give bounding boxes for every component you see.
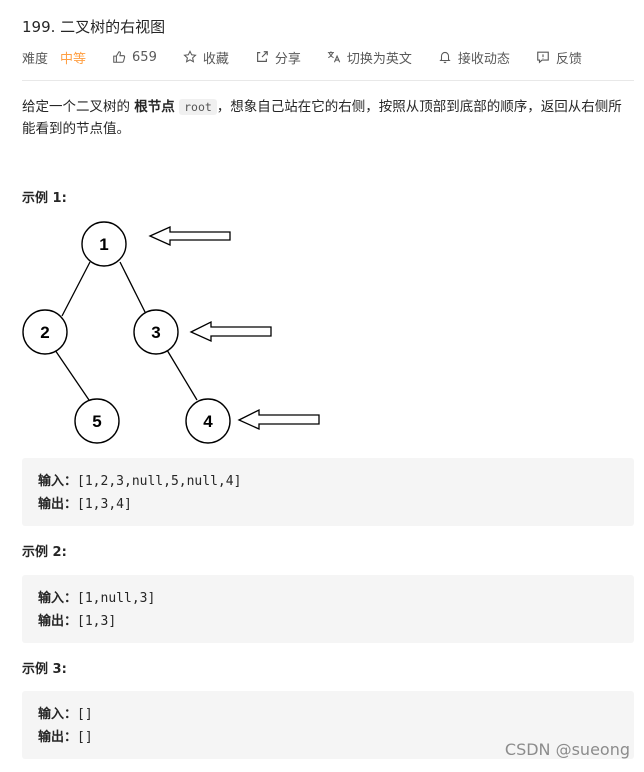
- example-1-box: 输入：[1,2,3,null,5,null,4] 输出：[1,3,4]: [22, 458, 634, 526]
- thumbs-up-icon: [113, 51, 126, 63]
- right-view-arrow: [148, 225, 231, 247]
- inline-code-root: root: [179, 99, 217, 115]
- example-3-input-line: 输入：[]: [38, 707, 93, 722]
- binary-tree-diagram: 1 2 3 5 4: [22, 221, 320, 444]
- tree-node-label: 2: [40, 323, 49, 342]
- watermark: CSDN @sueong: [504, 740, 630, 759]
- like-count: 659: [132, 49, 157, 65]
- difficulty-badge: 中等: [60, 51, 87, 67]
- example-1-heading: 示例 1:: [22, 191, 67, 206]
- output-label: 输出: [38, 730, 65, 745]
- tree-node: 2: [22, 309, 68, 355]
- input-label: 输入: [38, 591, 65, 606]
- translate-button[interactable]: 切换为英文: [327, 48, 412, 67]
- tree-node: 4: [185, 398, 231, 444]
- translate-label: 切换为英文: [346, 51, 412, 67]
- bell-icon: [439, 51, 451, 64]
- share-label: 分享: [274, 51, 301, 67]
- example-3-output-line: 输出：[]: [38, 730, 93, 745]
- favorite-label: 收藏: [202, 51, 229, 67]
- notify-label: 接收动态: [457, 51, 510, 67]
- tree-node-label: 1: [99, 235, 108, 254]
- example-1-output-line: 输出：[1,3,4]: [38, 497, 132, 512]
- difficulty-label: 难度: [22, 51, 49, 67]
- tree-node-label: 5: [92, 412, 101, 431]
- example-3-box: 输入：[] 输出：[]: [22, 691, 634, 759]
- example-2-input-line: 输入：[1,null,3]: [38, 591, 156, 606]
- problem-meta-bar: 难度 中等 659 收藏 分享 切换为英文 接收动态 反馈: [22, 46, 634, 68]
- description-text-2: ，想象自己站在它的右侧，按照从顶部到底部的顺序，返回从右侧所能看到的节点值。: [22, 99, 622, 137]
- notify-button[interactable]: 接收动态: [438, 48, 510, 67]
- input-label: 输入: [38, 474, 65, 489]
- header-divider: [22, 80, 634, 81]
- right-view-arrow: [189, 320, 272, 343]
- tree-edge: [166, 349, 198, 401]
- feedback-button[interactable]: 反馈: [536, 48, 582, 67]
- like-button[interactable]: 659: [112, 50, 157, 65]
- tree-edge: [54, 349, 90, 401]
- input-label: 输入: [38, 707, 65, 722]
- tree-node: 1: [81, 221, 127, 267]
- example-2-heading: 示例 2:: [22, 545, 67, 560]
- tree-node: 5: [74, 398, 120, 444]
- description-bold-term: 根节点: [134, 99, 175, 115]
- example-3-input: []: [77, 707, 93, 722]
- description-text-1: 给定一个二叉树的: [22, 99, 135, 115]
- problem-description: 给定一个二叉树的 根节点 root，想象自己站在它的右侧，按照从顶部到底部的顺序…: [22, 96, 632, 140]
- share-icon: [256, 51, 268, 62]
- example-1-input: [1,2,3,null,5,null,4]: [77, 474, 242, 489]
- tree-node-label: 3: [151, 323, 160, 342]
- favorite-button[interactable]: 收藏: [183, 48, 229, 67]
- example-2-output: [1,3]: [77, 614, 117, 629]
- example-3-heading: 示例 3:: [22, 662, 67, 677]
- example-2-output-line: 输出：[1,3]: [38, 614, 117, 629]
- star-icon: [183, 50, 197, 63]
- example-2-input: [1,null,3]: [77, 591, 156, 606]
- problem-title: 199. 二叉树的右视图: [22, 18, 166, 36]
- feedback-icon: [537, 51, 549, 64]
- tree-edge: [61, 261, 91, 317]
- translate-icon: [327, 51, 341, 63]
- example-1-input-line: 输入：[1,2,3,null,5,null,4]: [38, 474, 242, 489]
- tree-node-label: 4: [203, 412, 213, 431]
- example-2-box: 输入：[1,null,3] 输出：[1,3]: [22, 575, 634, 643]
- output-label: 输出: [38, 497, 65, 512]
- share-button[interactable]: 分享: [255, 48, 301, 67]
- example-1-output: [1,3,4]: [77, 497, 132, 512]
- feedback-label: 反馈: [555, 51, 582, 67]
- output-label: 输出: [38, 614, 65, 629]
- right-view-arrow: [237, 408, 320, 431]
- tree-node: 3: [133, 309, 179, 355]
- example-3-output: []: [77, 730, 93, 745]
- tree-edge: [119, 261, 148, 317]
